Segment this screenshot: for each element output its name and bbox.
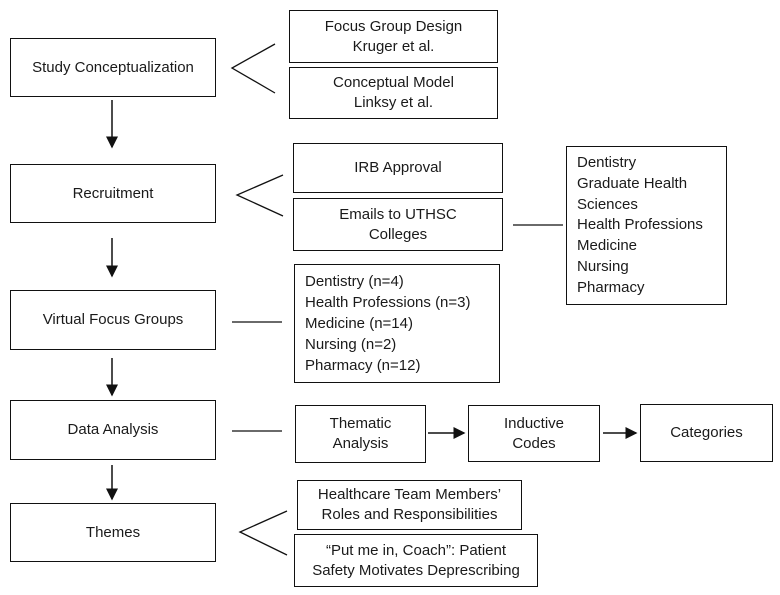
box-line: Linksy et al. <box>353 94 434 111</box>
box-line: Focus Group Design <box>324 17 463 35</box>
stage-label: Themes <box>85 523 141 541</box>
box-line: Conceptual Model <box>333 74 454 91</box>
stage-label: Virtual Focus Groups <box>42 311 184 328</box>
conceptual-model-box: Conceptual Model Linksy et al. <box>289 67 498 119</box>
college-item: Medicine <box>577 237 638 255</box>
stage-virtual-focus-groups: Virtual Focus Groups <box>10 290 216 350</box>
emails-box: Emails to UTHSC Colleges <box>293 198 503 251</box>
box-line: Emails to UTHSC <box>339 205 457 223</box>
stage-recruitment: Recruitment <box>10 164 216 223</box>
college-item: Health Professions <box>577 216 703 234</box>
inductive-codes-box: Inductive Codes <box>468 405 600 462</box>
box-line: Thematic <box>329 415 392 432</box>
box-line: Kruger et al. <box>352 37 435 55</box>
focus-group-item: Medicine (n=14) <box>305 315 413 332</box>
box-line: Safety Motivates Deprescribing <box>312 561 520 579</box>
box-line: Inductive <box>503 414 565 432</box>
box-line: Colleges <box>368 225 428 243</box>
college-item: Graduate Health <box>577 174 688 192</box>
focus-group-item: Dentistry (n=4) <box>305 273 404 290</box>
bracket-conceptualization <box>230 43 276 94</box>
college-item: Nursing <box>577 257 629 275</box>
theme-coach-box: “Put me in, Coach”: Patient Safety Motiv… <box>294 534 538 587</box>
stage-label: Data Analysis <box>67 421 159 438</box>
bracket-recruitment <box>235 174 284 217</box>
stage-study-conceptualization: Study Conceptualization <box>10 38 216 97</box>
theme-roles-box: Healthcare Team Members’ Roles and Respo… <box>297 480 522 530</box>
focus-group-item: Pharmacy (n=12) <box>305 357 421 374</box>
focus-group-design-box: Focus Group Design Kruger et al. <box>289 10 498 63</box>
box-line: “Put me in, Coach”: Patient <box>325 541 507 559</box>
college-item: Sciences <box>577 195 638 213</box>
stage-label: Recruitment <box>72 184 154 202</box>
box-line: IRB Approval <box>354 159 442 176</box>
box-line: Categories <box>670 424 743 441</box>
college-item: Dentistry <box>577 154 637 171</box>
irb-approval-box: IRB Approval <box>293 143 503 193</box>
categories-box: Categories <box>640 404 773 462</box>
box-line: Healthcare Team Members’ <box>317 486 502 503</box>
thematic-analysis-box: Thematic Analysis <box>295 405 426 463</box>
bracket-themes <box>238 510 288 556</box>
box-line: Codes <box>512 434 556 452</box>
focus-group-item: Health Professions (n=3) <box>305 294 471 311</box>
stage-themes: Themes <box>10 503 216 562</box>
stage-data-analysis: Data Analysis <box>10 400 216 460</box>
box-line: Roles and Responsibilities <box>321 506 498 523</box>
focus-group-item: Nursing (n=2) <box>305 336 397 353</box>
stage-label: Study Conceptualization <box>32 58 194 76</box>
colleges-list-box: Dentistry Graduate Health Sciences Healt… <box>566 146 727 305</box>
box-line: Analysis <box>332 435 389 452</box>
college-item: Pharmacy <box>577 278 645 296</box>
focus-groups-list-box: Dentistry (n=4) Health Professions (n=3)… <box>294 264 500 383</box>
